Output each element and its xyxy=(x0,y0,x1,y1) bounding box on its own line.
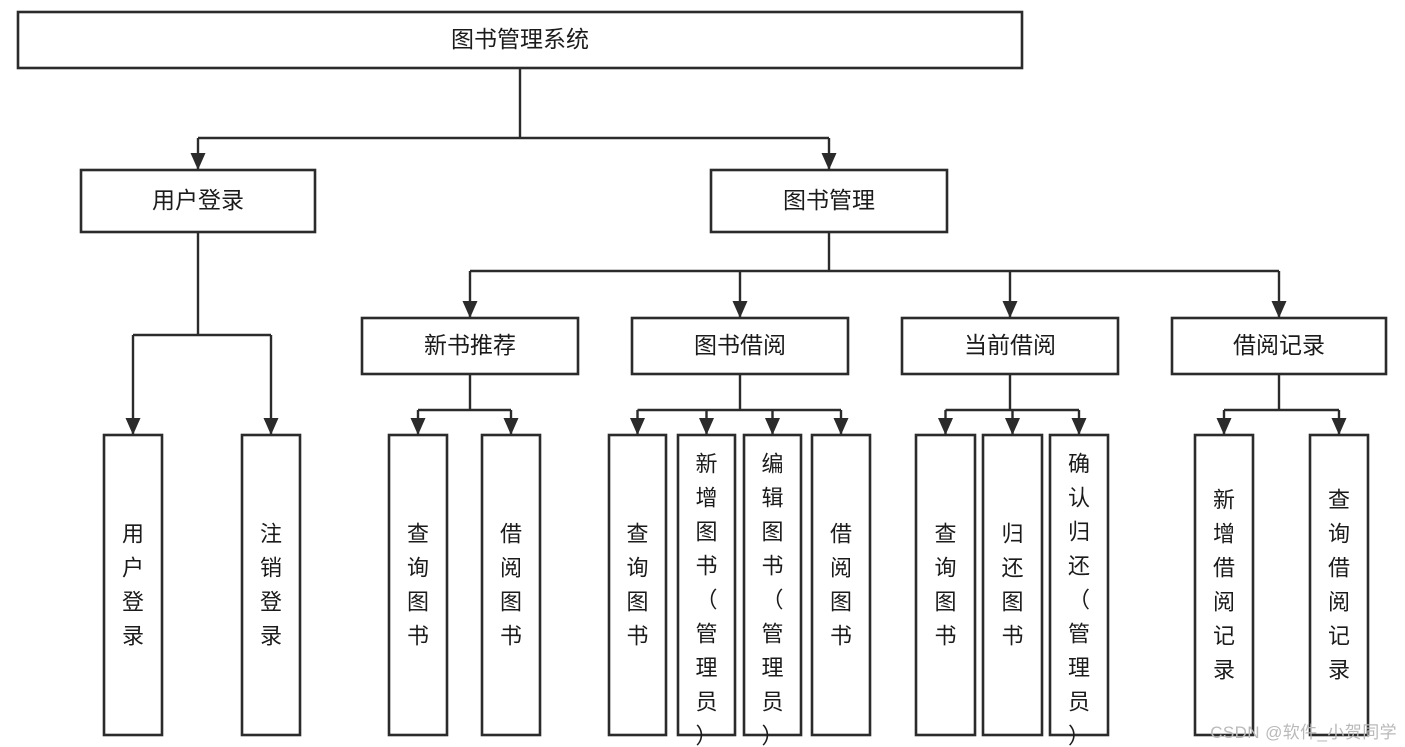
arrow-head xyxy=(1005,418,1020,435)
node-user-login[interactable]: 用户登录 xyxy=(79,168,317,234)
node-new-book-recommend[interactable]: 新书推荐 xyxy=(360,316,580,376)
node-box xyxy=(1048,433,1110,737)
arrow-head xyxy=(1002,301,1018,318)
csdn-watermark: CSDN @软件_小贺同学 xyxy=(1210,723,1397,742)
node-box xyxy=(360,316,580,376)
node-leaf-query-book-rec[interactable]: 查询图书 xyxy=(387,433,449,737)
node-box xyxy=(102,433,164,737)
node-leaf-borrow-book[interactable]: 借阅图书 xyxy=(810,433,872,737)
arrow-head xyxy=(1071,418,1087,435)
arrow-head xyxy=(765,418,780,435)
node-leaf-query-borrow-record[interactable]: 查询借阅记录 xyxy=(1308,433,1370,737)
node-box xyxy=(480,433,542,737)
node-root[interactable]: 图书管理系统 xyxy=(16,10,1024,70)
node-box xyxy=(387,433,449,737)
arrow-head xyxy=(732,301,748,318)
node-book-borrow[interactable]: 图书借阅 xyxy=(630,316,850,376)
node-box xyxy=(981,433,1044,737)
node-label: 图书管理系统 xyxy=(451,26,589,52)
node-label: 当前借阅 xyxy=(964,332,1056,358)
node-box xyxy=(709,168,949,234)
node-label: 新增图书（管理员） xyxy=(695,451,717,747)
node-box xyxy=(1193,433,1255,737)
arrow-head xyxy=(821,153,837,170)
node-label: 归还图书 xyxy=(1001,521,1023,648)
arrow-head xyxy=(1271,301,1287,318)
node-label: 注销登录 xyxy=(260,521,282,648)
node-box xyxy=(16,10,1024,70)
arrow-head xyxy=(263,418,279,435)
node-leaf-edit-book[interactable]: 编辑图书（管理员） xyxy=(742,433,803,747)
arrow-head xyxy=(1216,418,1232,435)
node-label: 确认归还（管理员） xyxy=(1068,451,1090,747)
node-label: 图书借阅 xyxy=(694,332,786,358)
node-label: 借阅图书 xyxy=(830,521,852,648)
arrow-head xyxy=(833,418,849,435)
node-box xyxy=(79,168,317,234)
connector-layer xyxy=(125,68,1347,435)
node-label: 用户登录 xyxy=(152,187,244,213)
arrow-head xyxy=(125,418,141,435)
node-leaf-user-login[interactable]: 用户登录 xyxy=(102,433,164,737)
arrow-head xyxy=(462,301,478,318)
node-label: 查询借阅记录 xyxy=(1328,487,1350,682)
node-box xyxy=(914,433,977,737)
node-box xyxy=(607,433,668,737)
node-leaf-add-book[interactable]: 新增图书（管理员） xyxy=(676,433,737,747)
node-box xyxy=(676,433,737,737)
node-label: 新增借阅记录 xyxy=(1213,487,1235,682)
arrow-head xyxy=(630,418,645,435)
node-label: 借阅记录 xyxy=(1233,332,1325,358)
node-box xyxy=(630,316,850,376)
node-leaf-borrow-book-rec[interactable]: 借阅图书 xyxy=(480,433,542,737)
node-box xyxy=(240,433,302,737)
node-box xyxy=(900,316,1120,376)
node-leaf-return-book[interactable]: 归还图书 xyxy=(981,433,1044,737)
arrow-head xyxy=(503,418,519,435)
node-layer: 图书管理系统用户登录图书管理新书推荐图书借阅当前借阅借阅记录用户登录注销登录查询… xyxy=(16,10,1388,747)
node-box xyxy=(1170,316,1388,376)
node-box xyxy=(1308,433,1370,737)
node-label: 查询图书 xyxy=(934,521,956,648)
arrow-head xyxy=(938,418,953,435)
node-label: 图书管理 xyxy=(783,187,875,213)
node-leaf-confirm-return[interactable]: 确认归还（管理员） xyxy=(1048,433,1110,747)
node-box xyxy=(810,433,872,737)
node-leaf-query-book-current[interactable]: 查询图书 xyxy=(914,433,977,737)
node-label: 借阅图书 xyxy=(500,521,522,648)
arrow-head xyxy=(190,153,206,170)
node-borrow-record[interactable]: 借阅记录 xyxy=(1170,316,1388,376)
arrow-head xyxy=(410,418,426,435)
node-leaf-user-logout[interactable]: 注销登录 xyxy=(240,433,302,737)
node-label: 查询图书 xyxy=(626,521,648,648)
node-box xyxy=(742,433,803,737)
node-leaf-add-borrow-record[interactable]: 新增借阅记录 xyxy=(1193,433,1255,737)
node-current-borrow[interactable]: 当前借阅 xyxy=(900,316,1120,376)
node-label: 用户登录 xyxy=(122,521,144,648)
arrow-head xyxy=(1331,418,1347,435)
node-leaf-query-book-borrow[interactable]: 查询图书 xyxy=(607,433,668,737)
node-label: 查询图书 xyxy=(407,521,429,648)
node-book-manage[interactable]: 图书管理 xyxy=(709,168,949,234)
node-label: 新书推荐 xyxy=(424,332,516,358)
arrow-head xyxy=(699,418,714,435)
node-label: 编辑图书（管理员） xyxy=(761,451,783,747)
